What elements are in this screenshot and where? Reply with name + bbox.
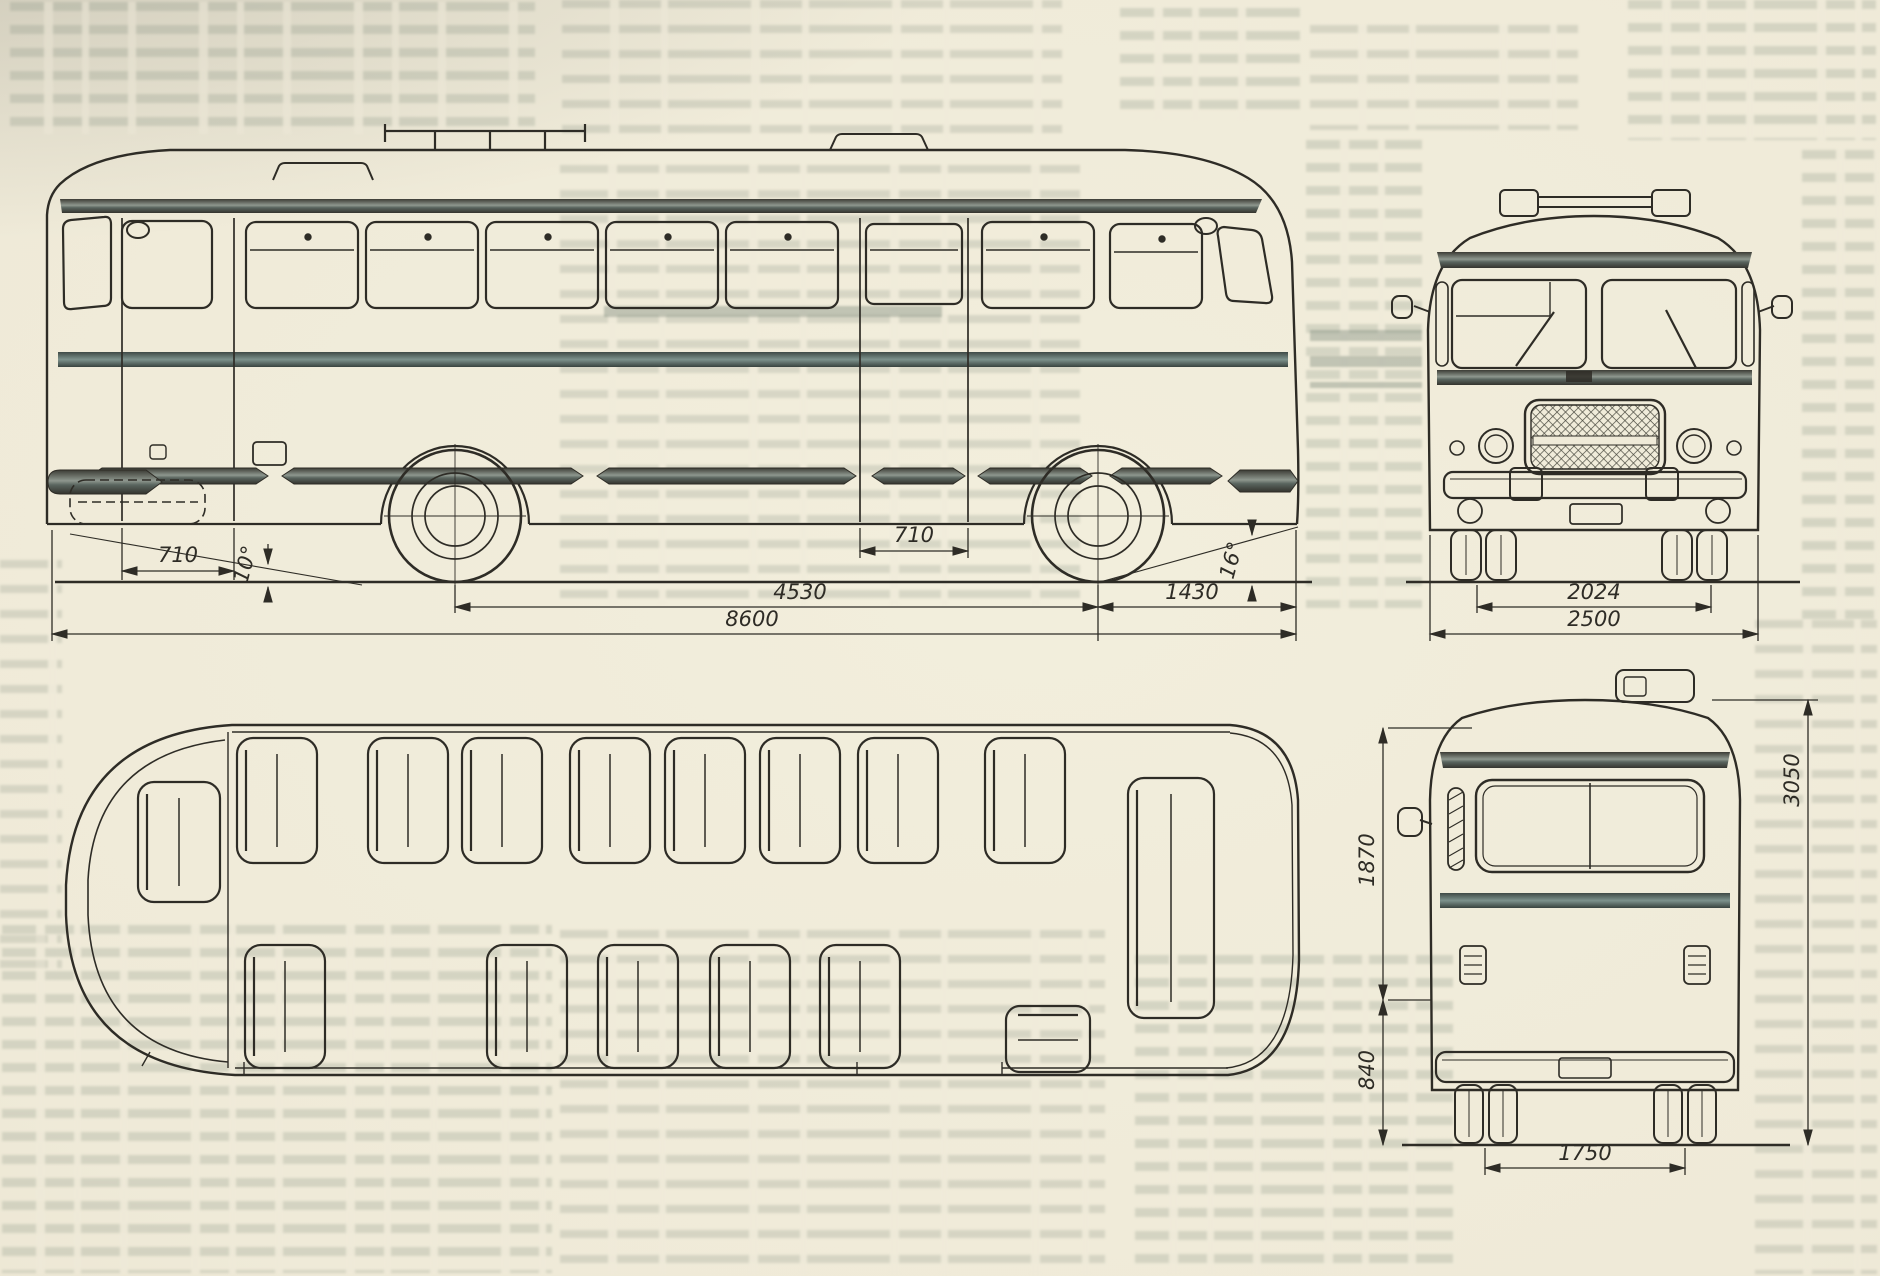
front-belt-band: [1437, 370, 1752, 385]
side-wheels: [384, 444, 1169, 586]
front-marker-lamp: [126, 221, 150, 239]
front-door-window: [120, 219, 214, 310]
dim-rear-overhang: 1430: [1165, 580, 1218, 604]
rear-elevation-view: 1870 840 3050 1750: [1355, 669, 1818, 1175]
front-grille: [1523, 398, 1667, 476]
rear-view-dimensions: 1870 840 3050 1750: [1355, 698, 1818, 1175]
ghost-text-block: [10, 2, 535, 134]
double-seat: [235, 736, 319, 865]
rear-body-outline: [1428, 698, 1742, 1092]
roof-trim-band: [60, 199, 1262, 213]
side-elevation-view: 710 10° 710 4530 1430 16°: [45, 124, 1312, 641]
rear-bench-seat: [1126, 776, 1216, 1020]
wiper-right: [1665, 309, 1697, 369]
luggage-hatch-dashed: [69, 479, 206, 525]
double-seat: [485, 943, 569, 1070]
roof-hatches-and-rail: [272, 124, 929, 181]
filler-hatch: [252, 441, 287, 466]
wiper-left: [1515, 311, 1555, 367]
dim-departure-angle: 16°: [1215, 539, 1248, 581]
destination-box: [1566, 371, 1592, 382]
dim-front-track: 2024: [1567, 580, 1620, 604]
license-plate-front: [1569, 503, 1623, 525]
dim-overall-length: 8600: [725, 607, 778, 631]
roof-rack-front: [1499, 189, 1691, 217]
side-windows: [61, 215, 1274, 311]
fog-light-left: [1457, 498, 1483, 524]
ghost-text-block: [1628, 0, 1876, 140]
windshield: [1435, 278, 1755, 370]
rear-belt-band: [1440, 893, 1730, 908]
ghost-text-block: [1755, 620, 1877, 1274]
dim-overall-height: 3050: [1780, 753, 1804, 806]
double-seat: [663, 736, 747, 865]
dim-overall-width: 2500: [1567, 607, 1620, 631]
double-seat: [596, 943, 680, 1070]
small-hatch: [149, 444, 167, 460]
front-mirrors: [1391, 295, 1793, 319]
plan-view: [64, 723, 1301, 1077]
double-seat: [856, 736, 940, 865]
ghost-text-block: [1120, 8, 1300, 120]
double-seat: [983, 736, 1067, 865]
plan-inner-walls: [87, 731, 1294, 1076]
driver-seat: [136, 780, 222, 904]
double-seat: [568, 736, 652, 865]
marker-light-right: [1726, 440, 1742, 456]
marker-light-left: [1449, 440, 1465, 456]
front-wheels: [1450, 529, 1728, 581]
ghost-text-block: [1802, 150, 1878, 620]
dim-lower-body-height: 840: [1355, 1050, 1379, 1090]
ghost-text-block: [1306, 140, 1422, 608]
center-door-window: [864, 222, 964, 306]
front-view-dimensions: 2024 2500: [1428, 535, 1760, 641]
dim-upper-body-height: 1870: [1355, 833, 1379, 886]
dim-rear-track: 1750: [1558, 1141, 1611, 1165]
front-bumper-side: [47, 469, 163, 495]
ghost-text-block: [560, 930, 1105, 1274]
double-seat: [758, 736, 842, 865]
headlights: [1449, 428, 1742, 464]
ghost-text-block: [1310, 25, 1578, 130]
double-seat: [818, 943, 902, 1070]
front-elevation-view: 2024 2500: [1391, 189, 1800, 641]
plan-seats-bottom-row: [243, 943, 902, 1070]
dim-wheelbase: 4530: [773, 580, 826, 604]
ghost-text-block: [562, 0, 1062, 142]
wheel-arches: [379, 444, 1174, 525]
rear-cant-band: [1440, 752, 1730, 768]
window-sill-band: [58, 352, 1288, 367]
bus-body-outline: [45, 148, 1300, 525]
windshield-side: [61, 215, 113, 311]
double-seat: [708, 943, 792, 1070]
plan-seats-top-row: [136, 736, 1067, 904]
sideways-seat: [1004, 1004, 1092, 1074]
double-seat: [460, 736, 544, 865]
rear-window: [1474, 778, 1706, 874]
double-seat: [366, 736, 450, 865]
front-bumper: [1442, 467, 1748, 501]
double-seat: [243, 943, 327, 1070]
engine-vents: [1459, 945, 1711, 985]
ghost-text-block: [604, 306, 942, 326]
ghost-text-block: [560, 165, 1080, 605]
rear-pillar-vent: [1447, 787, 1465, 871]
rear-bumper-side: [1227, 469, 1299, 493]
plan-outline: [64, 723, 1301, 1077]
rear-corner-window: [1216, 225, 1274, 305]
rear-bumper: [1434, 1050, 1736, 1084]
ghost-text-block: [2, 925, 552, 1273]
rear-wheels: [1454, 1084, 1717, 1144]
side-chrome-strips: [89, 467, 1223, 485]
ghost-text-block: [1310, 330, 1422, 388]
fog-light-right: [1705, 498, 1731, 524]
license-plate-rear: [1558, 1057, 1612, 1079]
roof-vent-rear: [1615, 669, 1695, 703]
front-cant-band: [1437, 252, 1752, 268]
dim-center-door-width: 710: [894, 523, 934, 547]
rear-marker-lamp: [1194, 217, 1218, 235]
rear-mirror: [1397, 807, 1433, 837]
